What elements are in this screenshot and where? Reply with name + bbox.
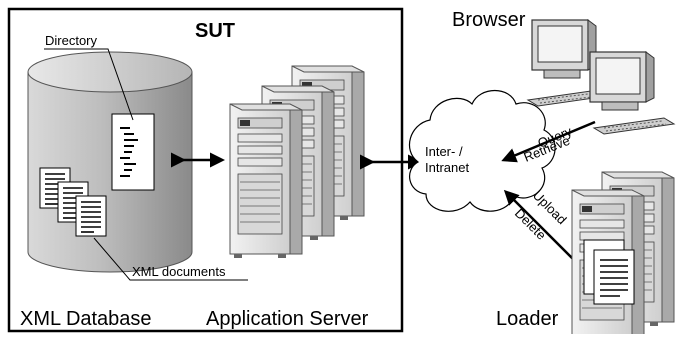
application-server-label: Application Server	[206, 308, 369, 330]
database-cylinder	[27, 51, 193, 273]
network-label: Inter- / Intranet	[425, 144, 470, 175]
loader-label: Loader	[496, 308, 559, 330]
loader-documents-icon	[583, 239, 635, 305]
directory-callout-line	[44, 48, 134, 121]
query-retrieve-arrow	[501, 120, 596, 163]
browser-label: Browser	[452, 9, 526, 31]
upload-delete-arrow	[503, 189, 579, 265]
xml-documents-label: XML documents	[132, 264, 226, 279]
xml-documents-callout-line	[93, 237, 248, 281]
directory-document-icon	[111, 113, 155, 191]
network-cloud-icon	[408, 90, 556, 212]
directory-label: Directory	[45, 33, 98, 48]
sut-boundary	[7, 7, 404, 333]
sut-title: SUT	[195, 20, 235, 42]
xml-database-label: XML Database	[20, 308, 152, 330]
browser-computers-icon	[527, 19, 675, 135]
application-server-icon	[229, 65, 365, 259]
